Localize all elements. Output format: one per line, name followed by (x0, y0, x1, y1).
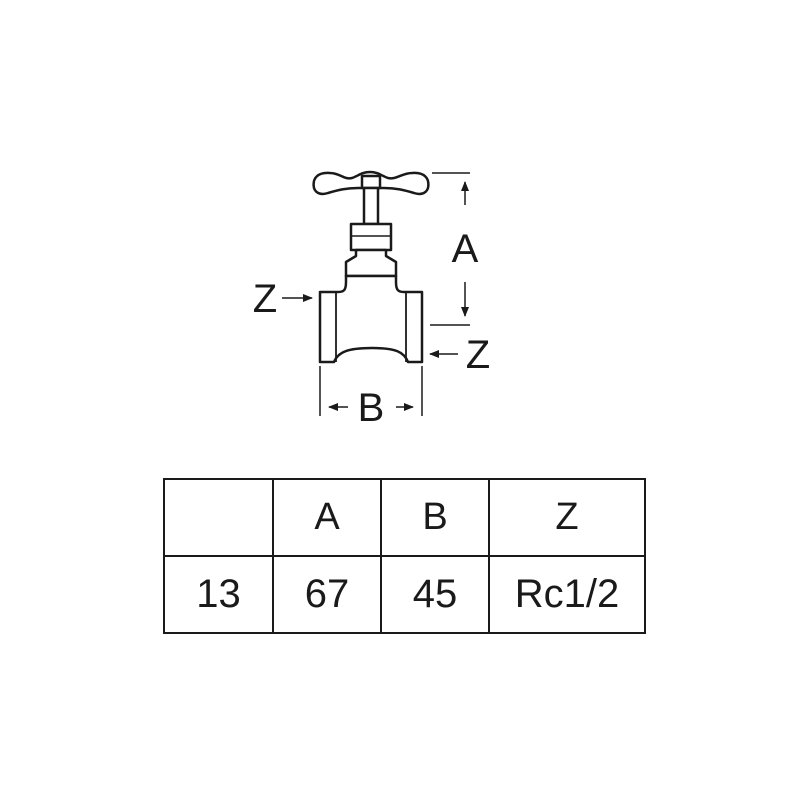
valve-stem (362, 186, 380, 226)
thread-right-label: Z (466, 333, 490, 377)
header-cell-a: A (272, 478, 382, 557)
wheel-nut (360, 174, 382, 190)
header-cell-b: B (380, 478, 490, 557)
thread-left-label: Z (253, 277, 277, 321)
dimension-a-label: A (452, 227, 479, 271)
dimension-b-label: B (358, 386, 385, 430)
valve-drawing (312, 170, 430, 364)
dimension-a (430, 172, 470, 326)
header-cell-z: Z (488, 478, 646, 557)
globe-valve-dimension-diagram: A B Z Z (253, 170, 490, 430)
header-cell-size (163, 478, 274, 557)
cell-size: 13 (163, 555, 274, 634)
cell-z: Rc1/2 (488, 555, 646, 634)
cell-b: 45 (380, 555, 490, 634)
cell-a: 67 (272, 555, 382, 634)
packing-nut (349, 222, 393, 252)
dimension-table: A B Z 13 67 45 Rc1/2 (163, 478, 646, 634)
valve-body (318, 274, 424, 364)
dimension-b (319, 366, 423, 416)
bonnet (344, 248, 398, 278)
table-header-row: A B Z (163, 478, 646, 557)
table-row: 13 67 45 Rc1/2 (163, 555, 646, 634)
